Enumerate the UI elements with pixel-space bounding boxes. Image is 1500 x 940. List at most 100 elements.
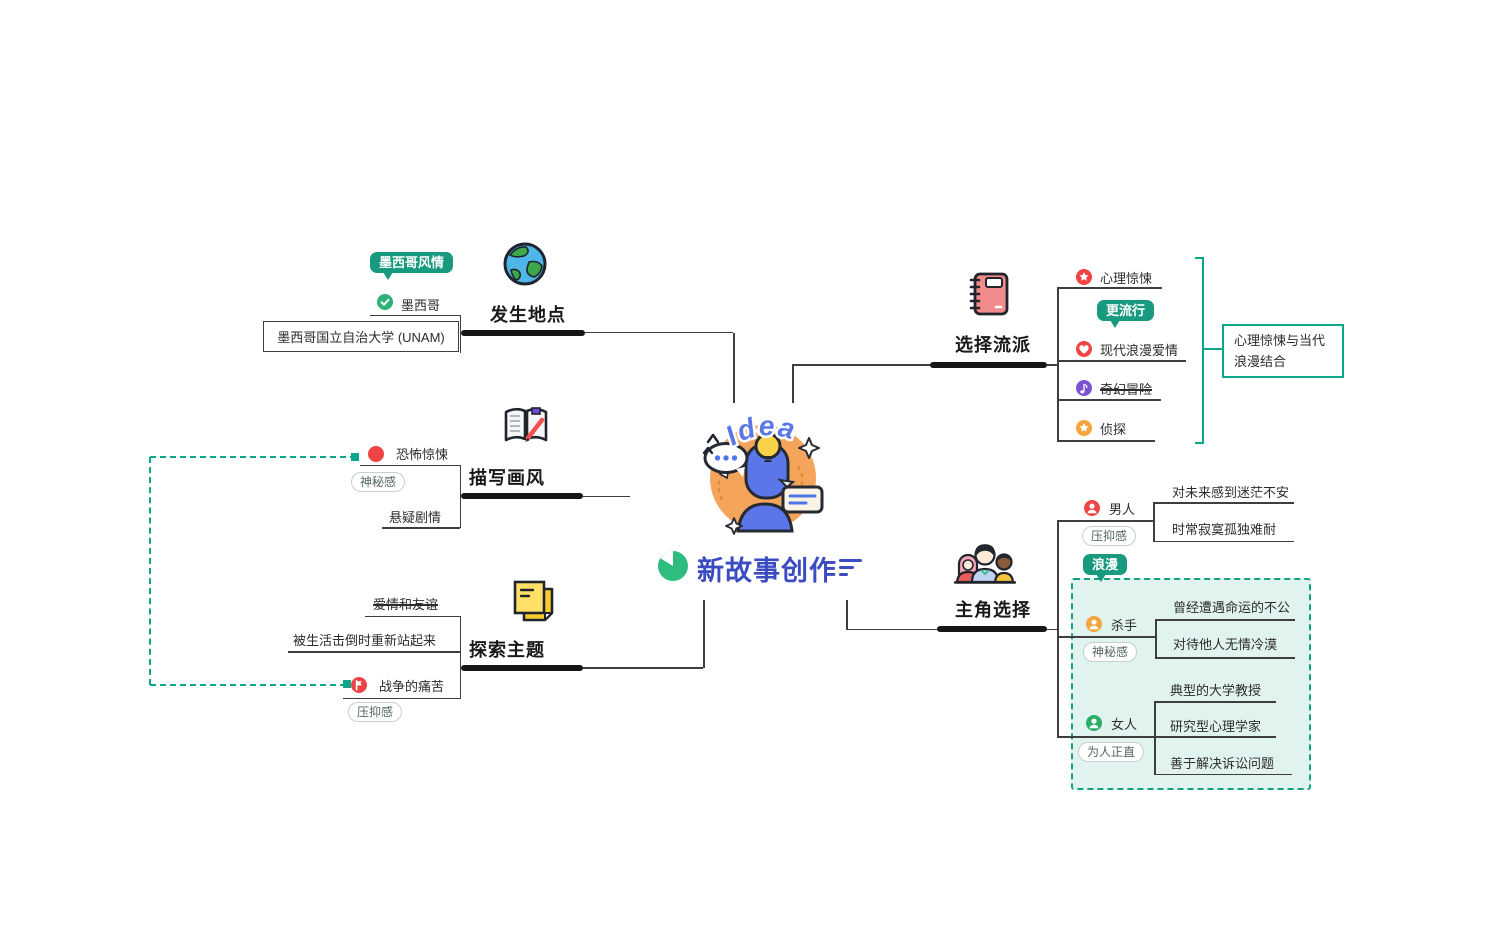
red-dot-marker[interactable] <box>368 446 384 462</box>
topic-rebound[interactable]: 被生活击倒时重新站起来 <box>293 633 437 648</box>
topic-suspense[interactable]: 悬疑剧情 <box>389 510 442 525</box>
topic-fantasy[interactable]: 奇幻冒险 <box>1100 382 1153 397</box>
topic-woman-child2[interactable]: 研究型心理学家 <box>1170 719 1262 734</box>
topic-woman-child3[interactable]: 善于解决诉讼问题 <box>1170 756 1275 771</box>
connector <box>382 527 460 529</box>
connector <box>370 314 460 316</box>
summary-bracket <box>1202 348 1222 350</box>
connector <box>1057 520 1059 737</box>
connector <box>1047 628 1058 630</box>
topic-mexico[interactable]: 墨西哥 <box>401 298 441 313</box>
topic-man-child2[interactable]: 时常寂寞孤独难耐 <box>1172 522 1277 537</box>
summary-bracket <box>1195 442 1204 444</box>
connector <box>1153 502 1294 504</box>
connector <box>1154 773 1292 775</box>
connector <box>459 315 461 353</box>
topic-unam[interactable]: 墨西哥国立自治大学 (UNAM) <box>263 321 459 352</box>
connector <box>792 364 930 366</box>
connector <box>1154 701 1276 703</box>
flag-icon[interactable] <box>351 677 367 693</box>
topic-woman-child1[interactable]: 典型的大学教授 <box>1170 683 1262 698</box>
topic-killer-child1[interactable]: 曾经遭遇命运的不公 <box>1173 600 1291 615</box>
music-note-icon[interactable] <box>1076 380 1092 396</box>
connector <box>585 331 733 333</box>
sticky-notes-icon[interactable] <box>508 577 558 629</box>
star-icon-orange[interactable] <box>1076 420 1092 436</box>
notes-icon[interactable] <box>838 558 864 578</box>
connector <box>365 615 460 617</box>
star-icon-red[interactable] <box>1076 269 1092 285</box>
connector <box>1154 736 1276 738</box>
check-icon[interactable] <box>377 294 393 310</box>
branch-line-location <box>461 330 585 336</box>
connector <box>583 495 630 497</box>
people-icon[interactable] <box>953 536 1017 584</box>
connector <box>459 465 461 528</box>
topic-psycho-thriller[interactable]: 心理惊悚 <box>1100 271 1153 286</box>
tag-man-depress[interactable]: 压抑感 <box>1082 526 1137 547</box>
summary-bracket <box>1202 257 1204 444</box>
progress-pie-icon[interactable] <box>658 551 688 581</box>
person-icon-red[interactable] <box>1084 500 1100 516</box>
topic-modern-romance[interactable]: 现代浪漫爱情 <box>1100 343 1179 358</box>
connector <box>1057 399 1161 401</box>
topic-man[interactable]: 男人 <box>1109 502 1136 517</box>
tag-woman-upright[interactable]: 为人正直 <box>1078 742 1145 763</box>
connector <box>1153 540 1294 542</box>
connector <box>792 365 794 403</box>
callout-tag-popular[interactable]: 更流行 <box>1097 300 1155 328</box>
relationship-endpoint[interactable] <box>351 453 359 461</box>
connector <box>1057 287 1059 441</box>
connector <box>1057 636 1156 638</box>
summary-bracket <box>1195 257 1204 259</box>
globe-icon[interactable] <box>501 240 549 288</box>
callout-tag-romantic[interactable]: 浪漫 <box>1083 554 1128 582</box>
relationship-endpoint[interactable] <box>343 680 351 688</box>
topic-love[interactable]: 爱情和友谊 <box>373 597 439 612</box>
connector <box>459 616 461 699</box>
connector <box>846 600 848 630</box>
person-icon-green[interactable] <box>1086 715 1102 731</box>
topic-killer[interactable]: 杀手 <box>1111 618 1138 633</box>
connector <box>1057 520 1154 522</box>
summary-topic[interactable]: 心理惊悚与当代浪漫结合 <box>1222 324 1344 378</box>
relationship-line[interactable] <box>150 684 346 686</box>
idea-illustration[interactable]: Idea <box>692 400 834 538</box>
connector <box>1155 619 1157 658</box>
topic-killer-child2[interactable]: 对待他人无情冷漠 <box>1173 637 1278 652</box>
connector <box>1047 364 1058 366</box>
central-topic-title[interactable]: 新故事创作 <box>697 556 837 586</box>
topic-location[interactable]: 发生地点 <box>490 305 566 325</box>
branch-line-genre <box>930 362 1047 368</box>
connector <box>846 628 937 630</box>
topic-man-child1[interactable]: 对未来感到迷茫不安 <box>1172 485 1290 500</box>
notebook-icon[interactable] <box>963 269 1013 319</box>
callout-tag-mexico[interactable]: 墨西哥风情 <box>370 252 454 280</box>
relationship-line[interactable] <box>149 457 151 685</box>
topic-horror[interactable]: 恐怖惊悚 <box>396 447 449 462</box>
connector <box>1153 502 1155 542</box>
connector <box>343 697 460 699</box>
connector <box>360 464 460 466</box>
heart-icon[interactable] <box>1076 341 1092 357</box>
topic-genre[interactable]: 选择流派 <box>955 335 1031 355</box>
tag-mystery[interactable]: 神秘感 <box>351 472 406 493</box>
relationship-line[interactable] <box>150 456 356 458</box>
connector <box>703 600 705 668</box>
connector <box>583 667 703 669</box>
book-pencil-icon[interactable] <box>501 402 551 450</box>
tag-killer-mystery[interactable]: 神秘感 <box>1083 642 1138 663</box>
connector <box>733 333 735 403</box>
connector <box>1057 360 1186 362</box>
topic-protagonist[interactable]: 主角选择 <box>955 600 1031 620</box>
connector <box>288 651 460 653</box>
branch-line-protagonist <box>937 626 1047 632</box>
topic-themes[interactable]: 探索主题 <box>469 640 545 660</box>
topic-woman[interactable]: 女人 <box>1111 717 1138 732</box>
tag-depress[interactable]: 压抑感 <box>348 702 403 723</box>
topic-detective[interactable]: 侦探 <box>1100 422 1127 437</box>
topic-style[interactable]: 描写画风 <box>469 468 545 488</box>
connector <box>1057 287 1162 289</box>
topic-war[interactable]: 战争的痛苦 <box>379 679 445 694</box>
person-icon-orange[interactable] <box>1086 616 1102 632</box>
